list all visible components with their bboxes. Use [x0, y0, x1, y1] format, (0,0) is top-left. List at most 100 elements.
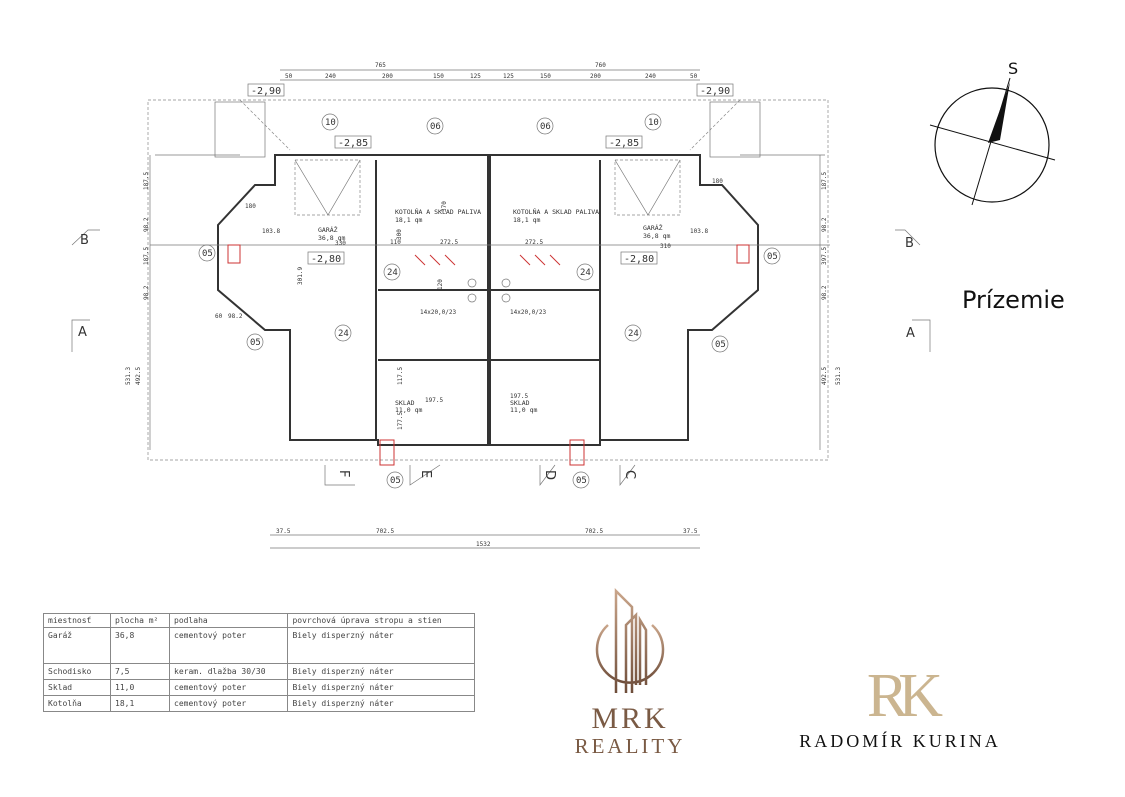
plan-text: 18,1 qm [395, 216, 422, 224]
floor-title: Prízemie [962, 286, 1065, 314]
element-tags: 10 10 06 06 24 24 24 24 05 05 05 05 05 0… [198, 113, 781, 489]
section-a-right: A [906, 326, 915, 341]
plan-text: 14x20,0/23 [420, 309, 457, 316]
table-header: plocha m² [110, 613, 170, 628]
plan-text: D [542, 470, 557, 480]
rk-monogram: RK [866, 662, 943, 730]
dim-text: 50 [285, 73, 293, 80]
level-entry-left: -2,90 [251, 86, 281, 97]
plan-text: GARÁŽ [318, 225, 338, 234]
plan-text: 272.5 [525, 239, 543, 246]
plan-text: 531.3 [125, 367, 132, 385]
plan-text: 37.5 [276, 528, 291, 535]
section-b-right: B [905, 236, 914, 251]
table-cell: Kotolňa [43, 695, 111, 712]
mrk-logo-line1: MRK [591, 702, 669, 735]
table-header: podlaha [168, 613, 289, 628]
table-cell: 36,8 [110, 627, 170, 664]
plan-text: 110 [390, 239, 401, 246]
plan-text: 05 [767, 252, 778, 262]
side-dimensions: 187.5 98.2 187.5 98.2 492.5 531.3 187.5 … [125, 155, 842, 450]
plan-text: 98.2 [228, 313, 243, 320]
table-cell: 7,5 [110, 663, 170, 680]
plan-text: 98.2 [821, 285, 828, 300]
plan-text: 187.5 [143, 172, 150, 190]
table-cell: Biely disperzný náter [287, 679, 475, 696]
dim-text: 125 [503, 73, 514, 80]
plan-text: 24 [628, 329, 639, 339]
radomir-kurina-logo: RK RADOMÍR KURINA [785, 665, 1015, 752]
chimney-right [736, 244, 750, 264]
plan-text: 37.5 [683, 528, 698, 535]
plan-text: E [418, 470, 433, 478]
plan-text: 05 [202, 249, 213, 259]
plan-text: 180 [712, 178, 723, 185]
plan-text: 98.2 [821, 217, 828, 232]
level-garage-left: -2,80 [311, 254, 341, 265]
plan-text: F [336, 470, 351, 477]
plan-text: 24 [580, 268, 591, 278]
table-header: miestnosť [43, 613, 111, 628]
dim-storage-177-5: 177.5 [397, 412, 404, 430]
bottom-dimensions: 37.5 702.5 702.5 37.5 1532 [270, 528, 700, 549]
plan-text: 24 [338, 329, 349, 339]
chimney-left [227, 244, 241, 264]
compass-label: S [1008, 59, 1018, 78]
table-row: Kotolňa 18,1 cementový poter Biely dispe… [43, 695, 475, 712]
dim-text: 760 [595, 62, 606, 69]
dim-text: 200 [590, 73, 601, 80]
dim-text: 125 [470, 73, 481, 80]
plan-text: 36,8 qm [318, 234, 345, 242]
table-cell: Schodisko [43, 663, 111, 680]
plan-text: GARÁŽ [643, 223, 663, 232]
section-b-left: B [80, 233, 89, 248]
plan-text: 11,0 qm [395, 406, 422, 414]
table-cell: keram. dlažba 30/30 [168, 663, 289, 680]
plan-text: 187.5 [821, 172, 828, 190]
table-cell: cementový poter [168, 695, 289, 712]
plan-text: 103.8 [690, 228, 708, 235]
plan-text: 330 [335, 240, 346, 247]
table-cell: 11,0 [110, 679, 170, 696]
plan-text: KOTOLŇA A SKLAD PALIVA [395, 207, 481, 216]
plan-text: 24 [387, 268, 398, 278]
plan-text: 10 [648, 118, 659, 128]
table-cell: Sklad [43, 679, 111, 696]
section-a-left: A [78, 325, 87, 340]
dim-text: 150 [540, 73, 551, 80]
plan-text: 492.5 [135, 367, 142, 385]
plan-text: 197.5 [510, 393, 528, 400]
table-row: Sklad 11,0 cementový poter Biely disperz… [43, 679, 475, 696]
plan-text: 06 [430, 122, 441, 132]
level-gate-right: -2,85 [609, 138, 639, 149]
plan-text: 10 [325, 118, 336, 128]
level-marks: -2,90 -2,90 -2,85 -2,85 -2,80 -2,80 [247, 83, 734, 265]
plan-text: 18,1 qm [513, 216, 540, 224]
table-cell: cementový poter [168, 627, 289, 664]
plan-text: 14x20,0/23 [510, 309, 547, 316]
dim-text: 150 [433, 73, 444, 80]
plan-text: 531.3 [835, 367, 842, 385]
table-cell: cementový poter [168, 679, 289, 696]
plan-text: 60 [215, 313, 223, 320]
plan-text: 05 [576, 476, 587, 486]
table-header-row: miestnosť plocha m² podlaha povrchová úp… [43, 613, 475, 628]
north-arrow-compass: S [929, 59, 1056, 206]
level-garage-right: -2,80 [624, 254, 654, 265]
plan-text: KOTOLŇA A SKLAD PALIVA [513, 207, 599, 216]
dim-text: 50 [690, 73, 698, 80]
mrk-reality-logo: MRK REALITY [570, 585, 690, 758]
plan-text: C [622, 470, 637, 479]
plan-text: SKLAD [510, 399, 530, 407]
dim-text: 200 [382, 73, 393, 80]
table-header: povrchová úprava stropu a stien [287, 613, 475, 628]
plan-text: 187.5 [143, 247, 150, 265]
table-row: Schodisko 7,5 keram. dlažba 30/30 Biely … [43, 663, 475, 680]
plan-text: 310 [660, 243, 671, 250]
plan-text: 05 [250, 338, 261, 348]
section-markers: B A B A F E D C [71, 229, 931, 487]
plan-text: 05 [715, 340, 726, 350]
plan-text: 197.5 [425, 397, 443, 404]
plan-text: 492.5 [821, 367, 828, 385]
